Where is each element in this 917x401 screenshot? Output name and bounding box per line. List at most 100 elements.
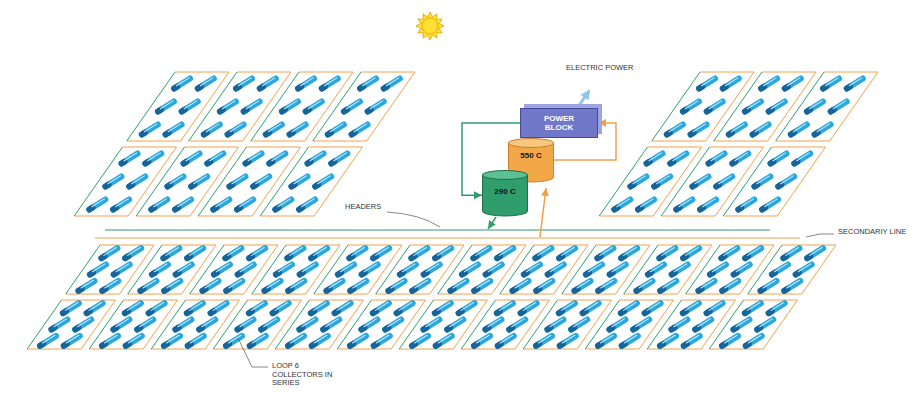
trough-collector <box>684 335 700 346</box>
trough-collector <box>90 264 106 275</box>
loop-cold-line <box>714 72 762 141</box>
trough-collector <box>412 280 428 291</box>
trough-collector <box>237 319 253 330</box>
collector-loop <box>461 300 549 349</box>
collector-highlight <box>144 124 157 132</box>
collector-end <box>203 289 206 291</box>
collector-mirror <box>762 200 778 210</box>
collector-highlight <box>301 78 314 86</box>
trough-collector <box>733 319 749 330</box>
loop-hot-line <box>523 300 611 349</box>
collector-highlight <box>256 176 269 184</box>
collector-highlight <box>386 78 399 86</box>
collector-highlight <box>826 78 839 86</box>
trough-collector <box>322 78 338 89</box>
trough-collector <box>113 199 129 210</box>
collector-end <box>560 344 563 346</box>
collector-mirror <box>290 125 306 135</box>
collector-mirror <box>214 265 230 275</box>
collector-highlight <box>747 101 760 109</box>
collector-highlight <box>353 335 366 343</box>
collector-mirror <box>423 320 439 330</box>
collector-highlight <box>178 199 191 207</box>
collector-mirror <box>784 281 800 291</box>
loop-hot-line <box>376 245 464 294</box>
trough-collector <box>344 101 360 112</box>
collector-highlight <box>724 248 737 256</box>
collector-end <box>249 311 252 313</box>
collector-highlight <box>414 248 427 256</box>
collector-mirror <box>459 303 475 313</box>
collector-mirror <box>164 336 180 346</box>
collector-end <box>282 110 285 112</box>
trough-collector <box>199 319 215 330</box>
trough-collector <box>807 101 823 112</box>
callout-label: ELECTRIC POWER <box>566 64 634 73</box>
collector-end <box>660 289 663 291</box>
collector-highlight <box>810 248 823 256</box>
loop-hot-line <box>562 245 650 294</box>
collector-mirror <box>203 281 219 291</box>
collector-end <box>299 328 302 330</box>
collector-end <box>226 344 229 346</box>
collector-highlight <box>363 78 376 86</box>
collector-highlight <box>585 303 598 311</box>
trough-collector <box>290 124 306 135</box>
collector-end <box>331 162 334 164</box>
collector-end <box>149 311 152 313</box>
collector-loop <box>190 245 278 294</box>
trough-collector <box>311 303 327 314</box>
collector-mirror <box>350 336 366 346</box>
collector-end <box>497 311 500 313</box>
collector-highlight <box>488 319 501 327</box>
collector-highlight <box>275 303 288 311</box>
collector-end <box>598 344 601 346</box>
collector-end <box>676 208 679 210</box>
collector-highlight <box>116 199 129 207</box>
collector-mirror <box>198 79 214 89</box>
loop-hot-line <box>128 245 216 294</box>
collector-end <box>796 273 799 275</box>
collector-end <box>707 110 710 112</box>
trough-collector <box>683 248 699 259</box>
collector-end <box>236 87 239 89</box>
collector-mirror <box>225 248 241 258</box>
collector-mirror <box>671 320 687 330</box>
collector-highlight <box>252 335 265 343</box>
loop-hot-line <box>190 245 278 294</box>
collector-mirror <box>344 102 360 112</box>
collector-end <box>692 185 695 187</box>
trough-collector <box>287 248 303 259</box>
collector-end <box>672 273 675 275</box>
collector-mirror <box>796 265 812 275</box>
trough-collector <box>707 101 723 112</box>
collector-end <box>524 273 527 275</box>
collector-mirror <box>621 303 637 313</box>
collector-end <box>778 185 781 187</box>
collector-end <box>184 162 187 164</box>
collector-loop <box>661 147 763 216</box>
collector-end <box>198 87 201 89</box>
collector-loop <box>776 72 878 141</box>
collector-end <box>226 289 229 291</box>
collector-end <box>710 273 713 275</box>
collector-end <box>344 110 347 112</box>
trough-collector <box>273 303 289 314</box>
collector-end <box>648 273 651 275</box>
collector-loop <box>709 300 797 349</box>
collector-mirror <box>188 336 204 346</box>
collector-mirror <box>250 336 266 346</box>
collector-highlight <box>500 248 513 256</box>
collector-highlight <box>200 78 213 86</box>
collector-highlight <box>166 248 179 256</box>
trough-collector <box>229 176 245 187</box>
trough-collector <box>349 248 365 259</box>
collector-mirror <box>385 320 401 330</box>
collector-highlight <box>177 78 190 86</box>
collector-end <box>182 110 185 112</box>
collector-mirror <box>807 248 823 258</box>
collector-end <box>142 133 145 135</box>
collector-end <box>152 273 155 275</box>
collector-highlight <box>337 303 350 311</box>
collector-end <box>237 328 240 330</box>
